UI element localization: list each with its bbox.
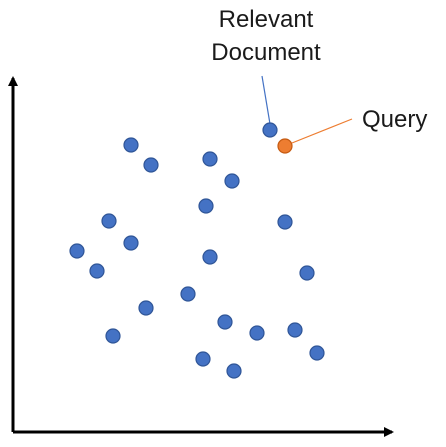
document-point bbox=[202, 249, 218, 265]
document-point bbox=[123, 235, 139, 251]
document-point bbox=[249, 325, 265, 341]
document-point bbox=[202, 151, 218, 167]
document-point bbox=[299, 265, 315, 281]
document-point bbox=[226, 363, 242, 379]
relevant-document-point bbox=[262, 122, 278, 138]
document-point bbox=[198, 198, 214, 214]
document-point bbox=[69, 243, 85, 259]
document-point bbox=[89, 263, 105, 279]
document-point bbox=[217, 314, 233, 330]
relevant-document-label-line1: Relevant bbox=[219, 6, 314, 33]
document-point bbox=[277, 214, 293, 230]
document-points bbox=[69, 137, 325, 379]
query-point bbox=[277, 138, 293, 154]
document-point bbox=[287, 322, 303, 338]
document-point bbox=[309, 345, 325, 361]
document-point bbox=[180, 286, 196, 302]
document-point bbox=[101, 213, 117, 229]
relevant-document-label-line2: Document bbox=[211, 39, 321, 66]
document-point bbox=[195, 351, 211, 367]
document-point bbox=[224, 173, 240, 189]
query-label: Query bbox=[362, 106, 427, 133]
query-leader-line bbox=[291, 118, 353, 144]
document-point bbox=[143, 157, 159, 173]
document-point bbox=[123, 137, 139, 153]
document-point bbox=[105, 328, 121, 344]
document-point bbox=[138, 300, 154, 316]
relevant-document-leader-line bbox=[261, 75, 271, 125]
